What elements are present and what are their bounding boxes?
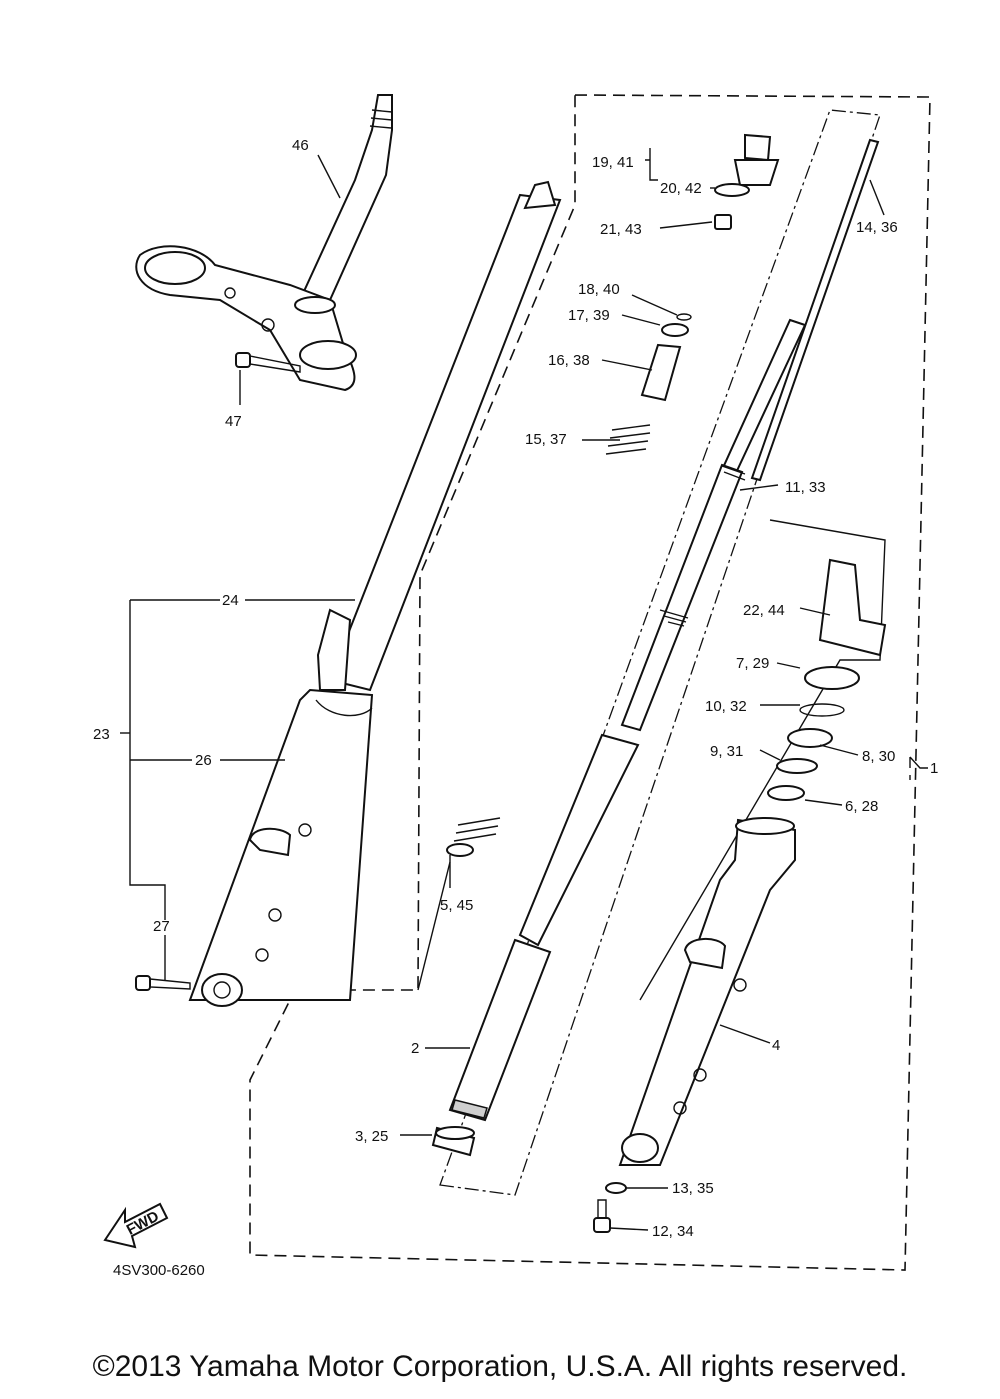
- cap-bolt-19-41: [733, 133, 780, 186]
- o-ring-20-42: [714, 183, 750, 197]
- outer-tube-group-outline: [639, 519, 886, 1001]
- callout-22-44: 22, 44: [743, 602, 785, 619]
- callout-3-25: 3, 25: [355, 1128, 388, 1145]
- inner-tube-group-outline: [439, 109, 881, 1196]
- gasket-13-35: [605, 1182, 627, 1194]
- dust-seal-7-29: [804, 666, 860, 690]
- collar-16-38: [640, 343, 682, 402]
- diagram-code: 4SV300-6260: [113, 1262, 205, 1279]
- callout-12-34: 12, 34: [652, 1223, 694, 1240]
- nut-21-43: [714, 214, 732, 230]
- callout-6-28: 6, 28: [845, 798, 878, 815]
- callout-11-33: 11, 33: [785, 479, 826, 496]
- callout-2: 2: [411, 1040, 419, 1057]
- oil-lock-piece-5-45: [446, 843, 474, 857]
- callout-47: 47: [225, 413, 242, 430]
- callout-18-40: 18, 40: [578, 281, 620, 298]
- fwd-arrow-icon: FWD: [103, 1202, 169, 1249]
- callout-20-42: 20, 42: [660, 180, 702, 197]
- callout-4: 4: [772, 1037, 780, 1054]
- washer-17-39: [661, 323, 689, 337]
- callout-7-29: 7, 29: [736, 655, 769, 672]
- callout-9-31: 9, 31: [710, 743, 743, 760]
- slide-metal-6-28: [767, 785, 805, 801]
- callout-26: 26: [195, 752, 212, 769]
- steering-stem-part: [135, 94, 393, 392]
- washer-9-31: [776, 758, 818, 774]
- outer-tube-4: [618, 817, 796, 1166]
- fork-spring-15-37: [453, 424, 651, 842]
- retaining-clip-10-32: [799, 703, 845, 717]
- inner-tube-2: [448, 733, 640, 1122]
- bolt-47: [235, 352, 301, 373]
- callout-17-39: 17, 39: [568, 307, 610, 324]
- copyright-notice: ©2013 Yamaha Motor Corporation, U.S.A. A…: [92, 1350, 908, 1383]
- bolt-12-34: [593, 1199, 611, 1233]
- assembled-fork-23: [188, 180, 562, 1007]
- callout-16-38: 16, 38: [548, 352, 590, 369]
- callout-19-41: 19, 41: [592, 154, 634, 171]
- damper-rod-11-33: [620, 138, 880, 732]
- bolt-27: [135, 975, 191, 991]
- slide-metal-3-25: [431, 1126, 476, 1157]
- oil-seal-8-30: [787, 728, 833, 748]
- clip-18-40: [676, 313, 692, 321]
- callout-27: 27: [153, 918, 170, 935]
- callout-13-35: 13, 35: [672, 1180, 714, 1197]
- callout-10-32: 10, 32: [705, 698, 747, 715]
- callout-23: 23: [93, 726, 110, 743]
- callout-15-37: 15, 37: [525, 431, 567, 448]
- callout-24: 24: [222, 592, 239, 609]
- leader-lines: [120, 148, 928, 1231]
- callout-labels: 46 47 24 23 26 27 19, 41 20, 42 21, 43 1…: [93, 137, 938, 1240]
- callout-1: 1: [930, 760, 938, 777]
- callout-5-45: 5, 45: [440, 897, 473, 914]
- callout-14-36: 14, 36: [856, 219, 898, 236]
- callout-46: 46: [292, 137, 309, 154]
- callout-8-30: 8, 30: [862, 748, 895, 765]
- callout-21-43: 21, 43: [600, 221, 642, 238]
- assembly-outline: [249, 94, 931, 1271]
- dust-seal-guard-22-44: [818, 558, 887, 657]
